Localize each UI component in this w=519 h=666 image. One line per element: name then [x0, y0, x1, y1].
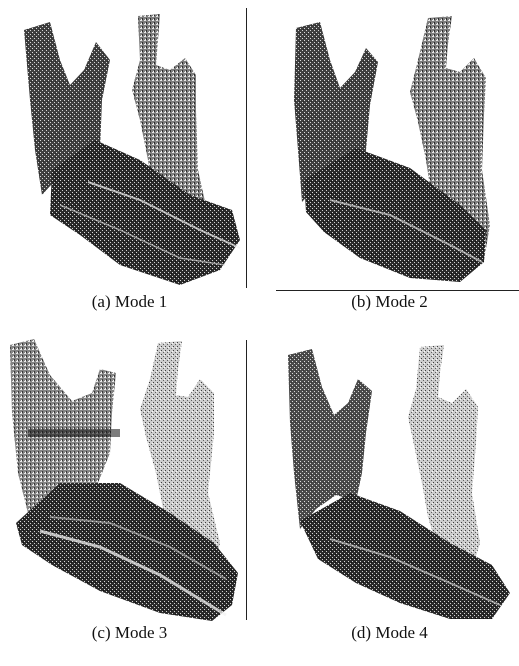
vertical-divider-top: [246, 8, 247, 288]
panel-mode-2: (b) Mode 2: [260, 0, 519, 333]
caption-mode-2: (b) Mode 2: [260, 292, 519, 312]
vertical-divider-bottom: [246, 340, 247, 620]
mandible-mesh-mode-2: [260, 0, 519, 290]
mandible-mesh-mode-1: [0, 0, 259, 290]
panel-mode-3: (c) Mode 3: [0, 333, 259, 666]
mandible-mesh-mode-4: [260, 333, 519, 623]
caption-mode-1: (a) Mode 1: [0, 292, 259, 312]
panel-mode-4: (d) Mode 4: [260, 333, 519, 666]
caption-mode-4: (d) Mode 4: [260, 623, 519, 643]
horizontal-divider-top-right: [276, 290, 519, 291]
caption-mode-3: (c) Mode 3: [0, 623, 259, 643]
mandible-mesh-mode-3: [0, 333, 259, 623]
panel-mode-1: (a) Mode 1: [0, 0, 259, 333]
